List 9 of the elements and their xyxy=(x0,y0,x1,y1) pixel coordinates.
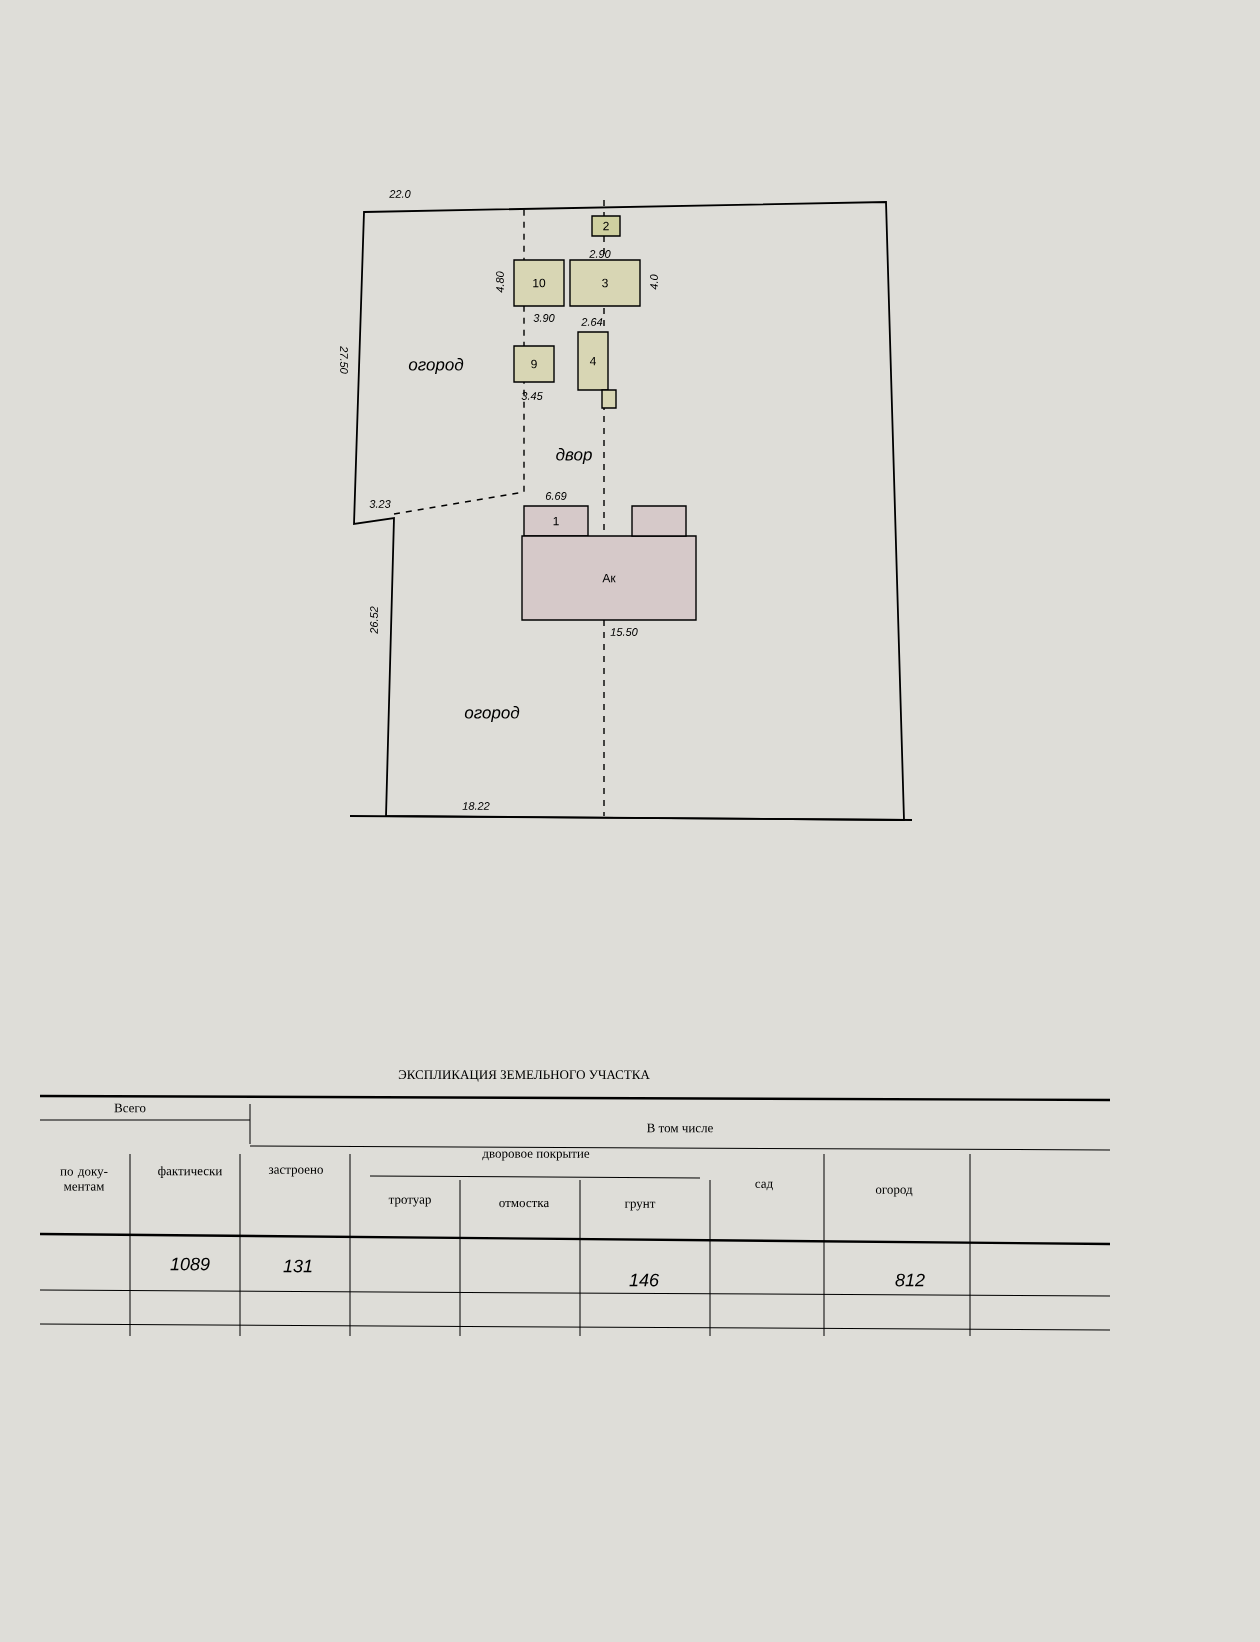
table-value: 131 xyxy=(283,1259,312,1273)
building-box xyxy=(631,505,687,537)
building-box xyxy=(601,389,617,409)
area-label: двор xyxy=(556,448,592,464)
table-value: 812 xyxy=(895,1273,925,1287)
table-value: 146 xyxy=(629,1273,659,1287)
area-label: огород xyxy=(408,358,464,374)
table-value: 1089 xyxy=(170,1257,210,1271)
area-label: огород xyxy=(464,706,520,722)
